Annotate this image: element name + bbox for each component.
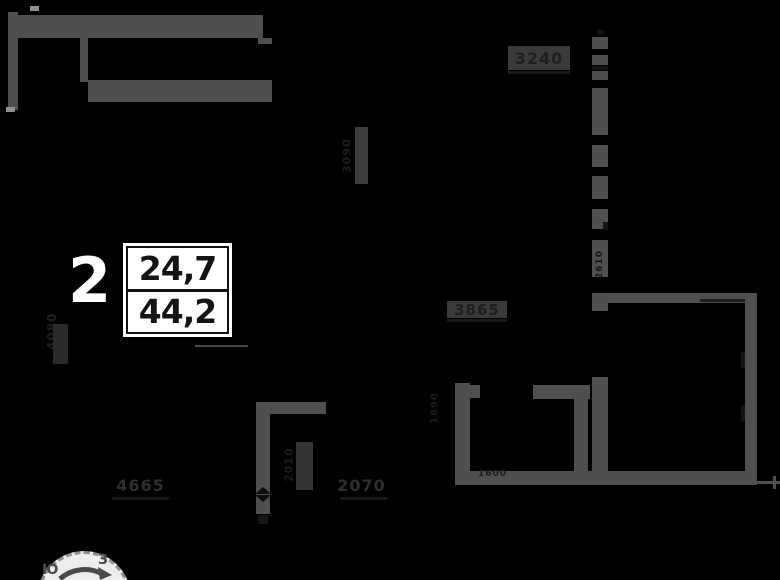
kitchen-dimension-label: 3865 [454, 300, 500, 319]
wall-right-segment [592, 37, 608, 49]
wall-bath-top [470, 385, 480, 398]
wall-room-right [745, 295, 757, 485]
area-box-inner: 24,7 44,2 [126, 246, 229, 334]
center-dimension-label: 3090 [340, 138, 354, 173]
window-notch [741, 406, 745, 421]
wall-hall-left [256, 402, 270, 514]
right-dimension-label: 2610 [595, 249, 605, 279]
living-area-value: 24,7 [138, 248, 217, 288]
wall-right-segment [592, 88, 608, 135]
leader-line [195, 345, 248, 347]
wall-right-segment [592, 71, 608, 80]
dimension-tick [30, 6, 39, 11]
wall-bath-right [574, 390, 588, 472]
compass-west-label: З [98, 552, 108, 568]
wall-room-top [593, 293, 757, 303]
total-area-value: 44,2 [138, 292, 217, 332]
dimension-line-gray [757, 481, 780, 484]
wall-second [88, 80, 272, 102]
wall-top [18, 15, 263, 38]
dimension-tick-dark [597, 30, 604, 34]
door-leaf [296, 442, 313, 490]
wall-bottom [455, 471, 757, 485]
wall-top-step [258, 38, 272, 44]
rooms-count-label: 2 [68, 244, 112, 317]
dimension-line [447, 319, 507, 322]
dimension-line [112, 497, 169, 500]
wall-right-segment [592, 240, 608, 277]
hall-door-dimension-label: 2010 [282, 447, 296, 483]
dimension-line [340, 497, 387, 500]
window-notch [741, 352, 745, 368]
area-box: 24,7 44,2 [123, 243, 232, 337]
area-box-divider [128, 288, 227, 292]
bottom-left-dimension-label: 4665 [116, 476, 165, 495]
door-leaf [355, 127, 368, 184]
window-inner-line [700, 299, 750, 302]
dimension-tick [6, 107, 15, 112]
bottom-wall-dimension: 1600 [478, 469, 508, 479]
wall-hall-top [256, 402, 326, 414]
kitchen-dimension-panel: 3865 [447, 300, 507, 319]
wall-bath-left [455, 383, 470, 475]
wall-right-segment [592, 145, 608, 167]
wall-top-stub [80, 38, 88, 82]
dimension-cross-mark [592, 66, 608, 70]
wall-end-cap [258, 515, 268, 524]
dimension-tick [773, 476, 776, 489]
wall-right-segment [592, 55, 608, 65]
dimension-tick-dark [603, 222, 608, 230]
dimension-line [508, 71, 570, 74]
bath-door-dimension-label: 1890 [429, 392, 441, 424]
loggia-dimension-panel: 3240 [508, 46, 570, 70]
wall-right-segment [592, 176, 608, 199]
bottom-right-dimension-label: 2070 [337, 476, 386, 495]
compass-needle-icon [58, 565, 112, 580]
wall-room-left [592, 377, 608, 480]
dimension-arrows-icon [255, 487, 271, 502]
wall-left-outer [8, 12, 18, 110]
compass-south-label: Ю [42, 562, 59, 578]
loggia-dimension-label: 3240 [514, 48, 564, 68]
door-leaf [53, 324, 68, 364]
